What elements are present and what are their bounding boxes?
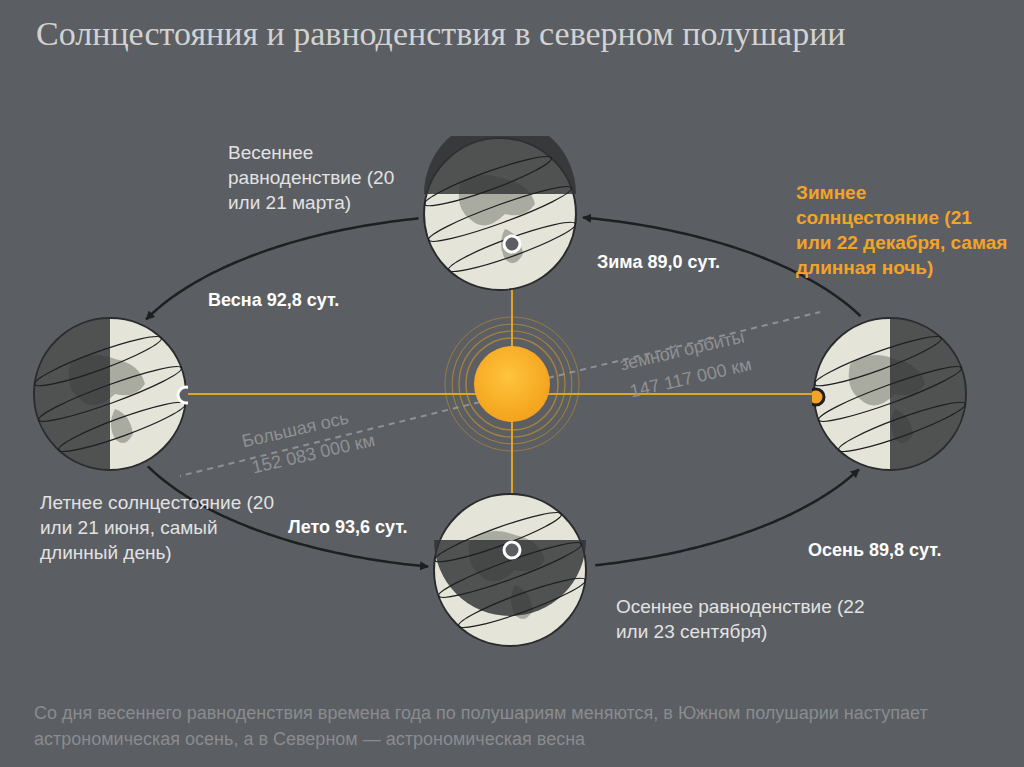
earth-node: Осеннее равноденствие (22 или 23 сентябр… <box>432 492 588 648</box>
event-label: Зимнее солнцестояние (21 или 22 декабря,… <box>796 180 1011 280</box>
sun <box>474 346 550 422</box>
season-label: Весна 92,8 сут. <box>205 290 342 311</box>
season-label: Осень 89,8 сут. <box>805 540 944 561</box>
season-label: Зима 89,0 сут. <box>594 252 723 273</box>
earth-globe <box>812 316 968 472</box>
caption-note: Со дня весеннего равноденствия времена г… <box>34 700 994 752</box>
earth-node: Летнее солнцестояние (20 или 21 июня, са… <box>32 316 188 472</box>
season-label: Лето 93,6 сут. <box>285 517 411 538</box>
event-label: Осеннее равноденствие (22 или 23 сентябр… <box>616 594 876 644</box>
orbit-arc <box>148 466 428 566</box>
earth-node: Весеннее равноденствие (20 или 21 марта) <box>422 136 578 292</box>
earth-globe <box>432 492 588 648</box>
earth-node: Зимнее солнцестояние (21 или 22 декабря,… <box>812 316 968 472</box>
diagram-title: Солнцестояния и равноденствия в северном… <box>36 14 936 54</box>
earth-globe <box>32 316 188 472</box>
sun-rings <box>445 317 579 451</box>
event-label: Весеннее равноденствие (20 или 21 марта) <box>228 140 418 215</box>
earth-globe <box>422 136 578 292</box>
event-label: Летнее солнцестояние (20 или 21 июня, са… <box>40 490 285 565</box>
orbit-arc <box>146 218 418 319</box>
